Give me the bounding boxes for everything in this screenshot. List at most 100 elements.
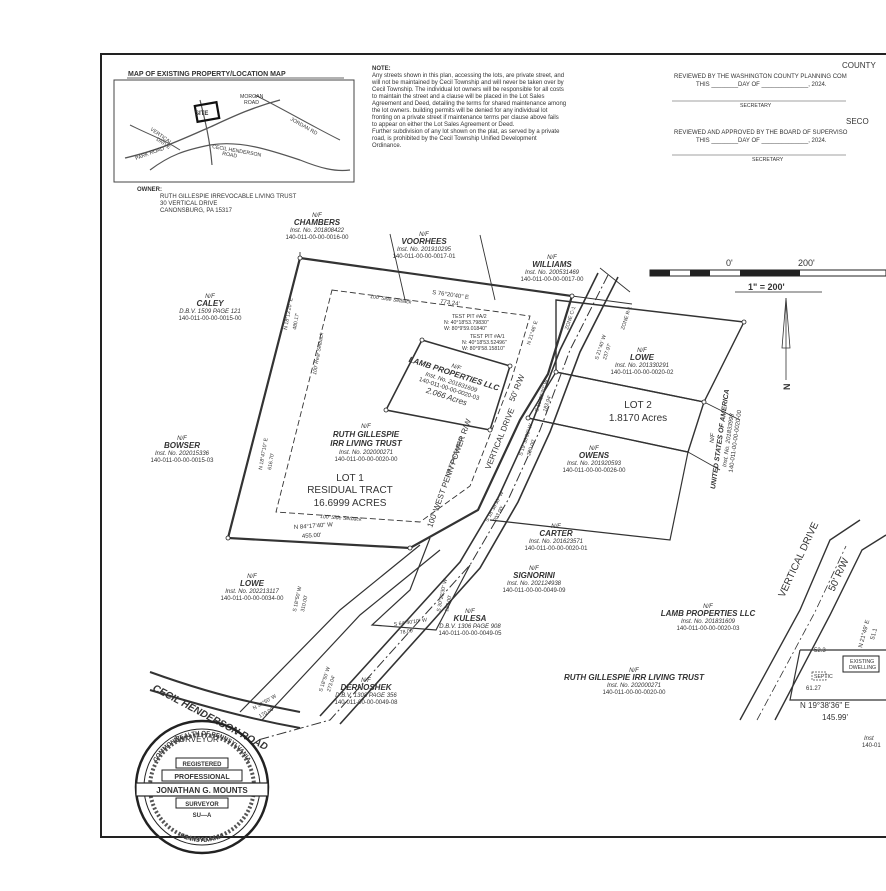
parcel-inst: D.B.V. 1308 PAGE 356 xyxy=(335,693,397,699)
svg-text:N/F: N/F xyxy=(361,424,371,430)
note-lines: Any streets shown in this plan, accessin… xyxy=(371,73,566,149)
svg-text:N: 40°18'53.52496": N: 40°18'53.52496" xyxy=(462,340,507,346)
parcel-inst: Inst. No. 201330291 xyxy=(615,363,669,369)
parcel-inst: Inst. No. 201920593 xyxy=(567,461,622,467)
parcel-inst: Inst. No. 200531469 xyxy=(525,270,580,276)
usa-ticks xyxy=(687,401,741,471)
note-line: to maintain the street and a clause will… xyxy=(372,94,544,100)
svg-text:78.00': 78.00' xyxy=(399,628,414,636)
parcel-pin: 140-011-00-00-0049-09 xyxy=(503,588,567,594)
svg-text:SECRETARY: SECRETARY xyxy=(740,103,772,109)
parcel-name: OWENS xyxy=(579,451,610,460)
sheet-border xyxy=(100,53,886,838)
ruth-gillespie-label: N/F RUTH GILLESPIE IRR LIVING TRUST Inst… xyxy=(330,424,403,463)
parcel-name: CARTER xyxy=(539,529,572,538)
svg-text:52.3: 52.3 xyxy=(814,648,826,654)
vertical-drive-centerline xyxy=(257,274,609,741)
surveyor-label: SURVEYOR xyxy=(174,735,219,744)
scale-ratio: 1" = 200' xyxy=(748,282,785,292)
detail-distance: 145.99' xyxy=(822,713,848,722)
svg-text:W: 80°9'58.15810": W: 80°9'58.15810" xyxy=(462,346,505,352)
parcel-inst: D.B.V. 1509 PAGE 121 xyxy=(179,309,240,315)
site-label: SITE xyxy=(195,111,208,117)
adjoiner-ticks xyxy=(299,233,633,305)
surveyor-license: SU—A xyxy=(193,813,212,819)
svg-text:280.00': 280.00' xyxy=(526,439,537,457)
scale-200: 200' xyxy=(798,258,815,268)
svg-text:PARK ROAD: PARK ROAD xyxy=(135,146,166,162)
note-line: Agreement and Deed, detailing the terms … xyxy=(372,101,566,107)
north-line-distance: 773.24' xyxy=(440,299,460,308)
north-line-bearing: S 76°20'40" E xyxy=(432,290,470,301)
svg-text:30 VERTICAL DRIVE: 30 VERTICAL DRIVE xyxy=(160,201,217,207)
vertical-drive-right-edge xyxy=(339,276,619,725)
parcel-nf: N/F xyxy=(629,668,639,674)
north-label: N xyxy=(782,384,792,391)
parcel-name: KULESA xyxy=(454,614,487,623)
parcel-pin: 140-011-00-00-0026-00 xyxy=(563,468,627,474)
parcel-name: BOWSER xyxy=(164,441,200,450)
lot1-label: LOT 1 RESIDUAL TRACT 16.6999 ACRES xyxy=(307,473,393,509)
svg-text:140-011-00-00-0020-00: 140-011-00-00-0020-00 xyxy=(335,457,399,463)
svg-text:100' Side Setback: 100' Side Setback xyxy=(370,294,412,306)
north-arrow: N xyxy=(781,297,792,391)
svg-text:W: 80°9'59.01840": W: 80°9'59.01840" xyxy=(444,326,487,332)
svg-text:480.17': 480.17' xyxy=(292,313,301,331)
parcel-name: RUTH GILLESPIE IRR LIVING TRUST xyxy=(564,673,705,682)
plan-note: NOTE: Any streets shown in this plan, ac… xyxy=(371,66,566,149)
parcel-name: DERNOSHEK xyxy=(340,683,392,692)
parcel-nf: N/F xyxy=(637,348,647,354)
parcel-nf: N/F xyxy=(703,604,713,610)
svg-text:183.94': 183.94' xyxy=(542,395,553,413)
bearing-labels: S 76°20'40" E 773.24' 100' Side Setback … xyxy=(252,290,633,720)
zone-r1: ZONE R-1 xyxy=(620,306,633,331)
lot2-number: LOT 2 xyxy=(624,400,652,411)
parcel-nf: N/F xyxy=(177,436,187,442)
note-line: to appear on either the Lot Sales Agreem… xyxy=(372,122,515,128)
svg-text:61.27: 61.27 xyxy=(806,686,822,692)
signorini-kulesa-boundary xyxy=(370,537,471,631)
lot2-label: LOT 2 1.8170 Acres xyxy=(609,400,667,424)
svg-text:N: 40°18'53.79830": N: 40°18'53.79830" xyxy=(444,320,489,326)
parcel-inst: Inst. No. 202015336 xyxy=(155,451,210,457)
vertical-drive-row: 50' R/W xyxy=(508,373,527,403)
svg-text:REVIEWED AND APPROVED BY THE B: REVIEWED AND APPROVED BY THE BOARD OF SU… xyxy=(674,130,848,136)
lot2-acreage: 1.8170 Acres xyxy=(609,413,667,424)
parcel-nf: N/F xyxy=(589,446,599,452)
detail-bearing: N 19°38'36" E xyxy=(800,701,850,710)
parcel-pin: 140-011-00-00-0020-00 xyxy=(603,690,667,696)
note-line: Further subdivision of any lot shown on … xyxy=(372,129,560,135)
dwelling-detail-inset: VERTICAL DRIVE 50' R/W EXISTING DWELLING… xyxy=(739,519,886,749)
scale-zero: 0' xyxy=(726,258,733,268)
svg-text:153.00': 153.00' xyxy=(444,595,453,613)
power-row-label: 100' WEST PENN POWER R/W xyxy=(425,417,473,528)
svg-text:THIS ________DAY OF __________: THIS ________DAY OF ______________, 2024… xyxy=(696,138,827,144)
parcel-nf: N/F xyxy=(547,255,557,261)
svg-text:S 64°40'10" W: S 64°40'10" W xyxy=(393,617,427,628)
parcel-nf: N/F xyxy=(361,678,371,684)
svg-text:EXISTING: EXISTING xyxy=(850,659,874,665)
usa-label: N/F UNITED STATES OF AMERICA Inst. No. 2… xyxy=(709,389,743,490)
parcel-nf: N/F xyxy=(465,609,475,615)
parcel-name: LAMB PROPERTIES LLC xyxy=(661,609,756,618)
west-line-bearing: N 18°13'20" E xyxy=(283,297,295,330)
parcel-name: CALEY xyxy=(196,299,224,308)
setback-line xyxy=(275,289,531,523)
parcel-inst: Inst. No. 202213117 xyxy=(225,589,279,595)
svg-text:THIS ________DAY OF __________: THIS ________DAY OF ______________, 2024… xyxy=(696,82,827,88)
svg-text:PROFESSIONAL: PROFESSIONAL xyxy=(174,774,230,781)
svg-text:SEPTIC: SEPTIC xyxy=(814,674,833,680)
lot1-boundary xyxy=(226,256,574,550)
note-line: will not be maintained by Cecil Township… xyxy=(371,80,564,86)
parcel-nf: N/F xyxy=(529,566,539,572)
parcel-inst: D.B.V. 1306 PAGE 908 xyxy=(439,624,501,630)
parcel-nf: N/F xyxy=(205,294,215,300)
parcel-inst: Inst. No. 202000271 xyxy=(607,683,661,689)
